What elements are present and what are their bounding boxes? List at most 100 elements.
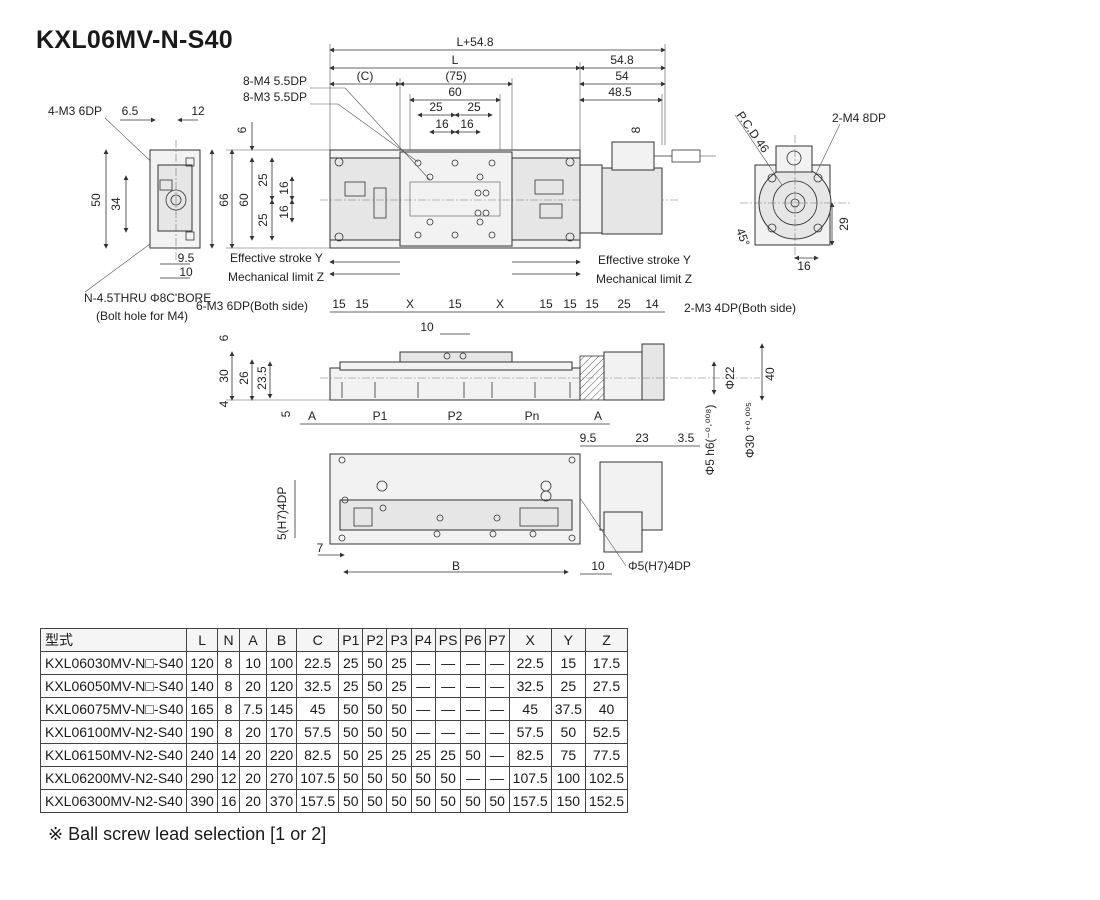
dim-v23-5: 23.5 (255, 366, 269, 390)
table-cell: 27.5 (584, 674, 629, 698)
label-6-m3-6dp: 6-M3 6DP(Both side) (196, 299, 308, 313)
table-cell: — (484, 743, 510, 767)
dim-phi5h6: Φ5 h6(⁻⁰·⁰⁰⁸) (703, 405, 717, 476)
dim-6-5: 6.5 (122, 104, 139, 118)
dim-25a: 25 (429, 100, 443, 114)
table-cell: — (460, 697, 486, 721)
label-mech-limit-right: Mechanical limit Z (596, 272, 692, 286)
table-cell: 20 (239, 766, 267, 790)
label-mech-limit-left: Mechanical limit Z (228, 270, 324, 284)
column-header: Y (550, 628, 586, 652)
dim-29: 29 (837, 217, 851, 231)
column-header: A (239, 628, 267, 652)
dim-s25: 25 (617, 297, 631, 311)
table-cell: 270 (265, 766, 298, 790)
dim-v26: 26 (237, 371, 251, 385)
dim-54: 54 (615, 69, 629, 83)
dim-54-8: 54.8 (610, 53, 634, 67)
top-view: L+54.8 L 54.8 (C) (75) 54 60 48.5 25 25 … (217, 35, 716, 286)
model-cell: KXL06200MV-N2-S40 (39, 766, 188, 790)
dim-16v1: 16 (277, 181, 291, 195)
table-cell: 157.5 (508, 789, 552, 813)
dim-9-5: 9.5 (178, 251, 195, 265)
model-cell: KXL06075MV-N□-S40 (39, 697, 188, 721)
dim-48-5: 48.5 (608, 85, 632, 99)
dim-50: 50 (89, 193, 103, 207)
table-cell: 40 (584, 697, 629, 721)
table-cell: 50 (386, 766, 412, 790)
table-cell: 170 (265, 720, 298, 744)
side-view: 6-M3 6DP(Both side) 2-M3 4DP(Both side) … (196, 297, 796, 475)
dimension-drawing: L+54.8 L 54.8 (C) (75) 54 60 48.5 25 25 … (48, 35, 886, 575)
dim-10b: 10 (591, 559, 605, 573)
column-header: Z (584, 628, 629, 652)
table-cell: 20 (239, 789, 267, 813)
table-cell: 8 (216, 651, 241, 675)
table-cell: 50 (338, 766, 364, 790)
column-header: N (216, 628, 241, 652)
table-cell: 190 (186, 720, 218, 744)
dim-16r: 16 (797, 259, 811, 273)
table-cell: 8 (216, 697, 241, 721)
label-2-m4-8dp: 2-M4 8DP (832, 111, 886, 125)
table-cell: — (410, 674, 436, 698)
table-cell: 107.5 (508, 766, 552, 790)
label-eff-stroke-left: Effective stroke Y (230, 251, 323, 265)
table-cell: 22.5 (508, 651, 552, 675)
table-cell: 82.5 (296, 743, 340, 767)
label-8-m3: 8-M3 5.5DP (243, 90, 307, 104)
dim-16v2: 16 (277, 205, 291, 219)
table-cell: — (434, 651, 462, 675)
table-cell: — (434, 720, 462, 744)
label-eff-stroke-right: Effective stroke Y (598, 253, 691, 267)
table-cell: 50 (460, 789, 486, 813)
table-cell: 50 (338, 720, 364, 744)
label-5h7-left: 5(H7)4DP (275, 487, 289, 540)
table-cell: 50 (362, 766, 388, 790)
dim-8: 8 (629, 126, 643, 133)
dim-Pn: Pn (525, 409, 540, 423)
dim-25b: 25 (467, 100, 481, 114)
label-8-m4: 8-M4 5.5DP (243, 74, 307, 88)
table-cell: 12 (216, 766, 241, 790)
label-bolt-hole: (Bolt hole for M4) (96, 309, 188, 323)
table-cell: 45 (508, 697, 552, 721)
column-header: P6 (460, 628, 486, 652)
table-cell: 25 (338, 674, 364, 698)
column-header: PS (434, 628, 462, 652)
dim-60: 60 (448, 85, 462, 99)
model-cell: KXL06050MV-N□-S40 (39, 674, 188, 698)
table-cell: 25 (362, 743, 388, 767)
table-cell: 16 (216, 789, 241, 813)
model-cell: KXL06300MV-N2-S40 (39, 789, 188, 813)
table-cell: 32.5 (508, 674, 552, 698)
dim-s10: 10 (420, 320, 434, 334)
table-cell: 25 (550, 674, 586, 698)
dim-v40: 40 (763, 367, 777, 381)
column-header: P2 (362, 628, 388, 652)
table-cell: 20 (239, 720, 267, 744)
table-cell: 50 (386, 789, 412, 813)
dim-34: 34 (109, 197, 123, 211)
dim-25v2: 25 (256, 213, 270, 227)
table-cell: 77.5 (584, 743, 629, 767)
table-cell: 50 (550, 720, 586, 744)
table-cell: 20 (239, 743, 267, 767)
dim-25v1: 25 (256, 173, 270, 187)
left-end-view: 4-M3 6DP 6.5 12 50 34 9.5 10 N-4.5THRU Φ… (48, 104, 215, 323)
table-cell: 20 (239, 674, 267, 698)
column-header: L (186, 628, 218, 652)
table-cell: — (460, 766, 486, 790)
dim-b9-5: 9.5 (580, 431, 597, 445)
table-cell: 290 (186, 766, 218, 790)
table-cell: 50 (362, 789, 388, 813)
dim-12: 12 (191, 104, 205, 118)
dim-6: 6 (235, 126, 249, 133)
table-cell: 50 (338, 697, 364, 721)
table-cell: 50 (460, 743, 486, 767)
table-cell: 50 (362, 720, 388, 744)
table-cell: 7.5 (239, 697, 267, 721)
